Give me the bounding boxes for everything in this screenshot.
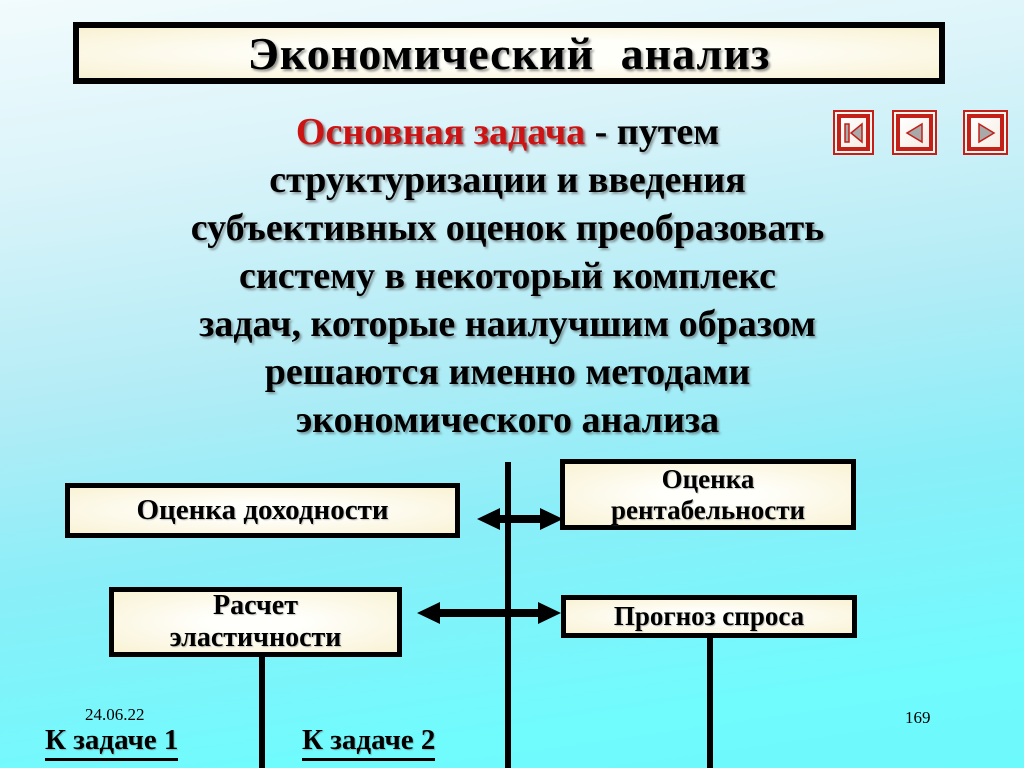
main-text-line: субъективных оценок преобразовать <box>190 207 825 249</box>
main-text-line: экономического анализа <box>295 399 720 441</box>
previous-slide-button-frame <box>896 114 933 151</box>
go-to-first-icon <box>843 121 863 144</box>
main-text-line: задач, которые наилучшим образом <box>199 303 816 345</box>
main-text-line: структуризации и введения <box>269 159 746 201</box>
main-text-lead-suffix: - путем <box>585 111 720 153</box>
task-1-link[interactable]: К задаче 1 <box>45 724 179 761</box>
slide-date: 24.06.22 <box>85 705 145 724</box>
page-number: 169 <box>905 708 931 727</box>
double-arrow-top <box>477 508 563 530</box>
box-demand-forecast: Прогноз спроса <box>561 595 857 638</box>
next-slide-icon <box>977 122 995 143</box>
box-profitability-assessment: Оценка доходности <box>65 483 460 538</box>
slide-title: Экономический анализ <box>247 27 771 79</box>
main-text-lead: Основная задача <box>295 111 586 153</box>
box-rentability-assessment: Оценка рентабельности <box>560 459 856 530</box>
main-text-line: Основная задача - путем <box>55 108 960 156</box>
first-slide-button[interactable] <box>833 110 874 155</box>
double-arrow-bottom <box>417 602 561 624</box>
next-slide-button-frame <box>967 114 1004 151</box>
next-slide-button[interactable] <box>963 110 1008 155</box>
title-box: Экономический анализ <box>73 22 945 84</box>
main-text: Основная задача - путем структуризации и… <box>55 108 960 444</box>
main-text-line: решаются именно методами <box>264 351 751 393</box>
previous-slide-icon <box>905 122 923 143</box>
box-elasticity-calculation: Расчет эластичности <box>109 587 402 657</box>
main-text-line: систему в некоторый комплекс <box>238 255 777 297</box>
previous-slide-button[interactable] <box>892 110 937 155</box>
task-2-link[interactable]: К задаче 2 <box>302 724 436 761</box>
first-slide-button-frame <box>837 114 870 151</box>
